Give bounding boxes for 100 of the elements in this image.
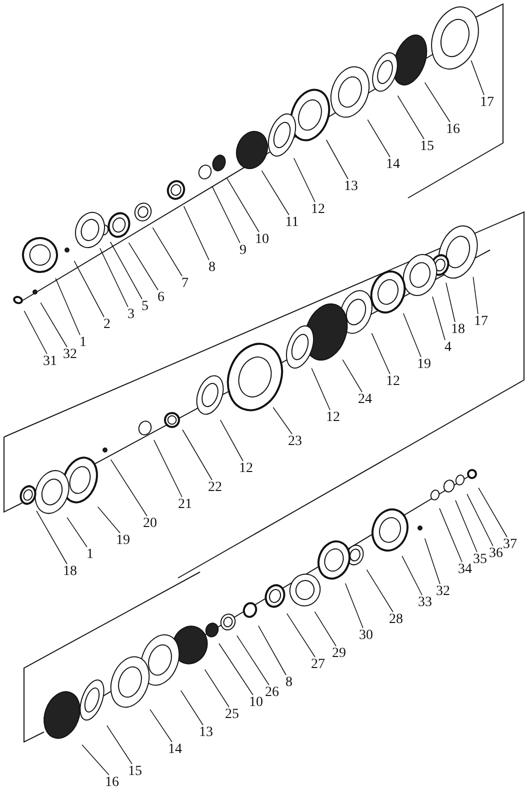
leader-line xyxy=(154,440,182,498)
leader-line xyxy=(402,556,422,596)
leader-line xyxy=(478,487,508,538)
callout-number: 22 xyxy=(208,481,222,495)
callout-number: 32 xyxy=(436,585,450,599)
leader-line xyxy=(218,643,254,696)
leader-line xyxy=(97,506,120,534)
leader-line xyxy=(342,359,362,392)
callout-number: 12 xyxy=(326,411,340,425)
leader-line xyxy=(106,725,132,764)
callout-number: 20 xyxy=(143,517,157,531)
leader-line xyxy=(220,419,244,462)
leader-line xyxy=(204,669,230,708)
callout-number: 1 xyxy=(86,548,94,562)
callout-number: 7 xyxy=(182,277,188,291)
leader-line xyxy=(212,186,240,244)
callout-number: 12 xyxy=(386,375,400,389)
callout-number: 13 xyxy=(344,180,358,194)
callout-number: 6 xyxy=(158,291,164,305)
leader-line xyxy=(472,276,478,314)
callout-number: 1 xyxy=(80,336,86,350)
leader-line xyxy=(371,332,390,374)
callout-number: 16 xyxy=(105,776,119,790)
callout-number: 21 xyxy=(178,498,192,512)
callout-number: 11 xyxy=(285,216,299,230)
leader-line xyxy=(344,582,364,628)
callout-number: 14 xyxy=(168,743,182,757)
leader-line xyxy=(470,60,484,96)
callout-number: 23 xyxy=(288,435,302,449)
leader-line xyxy=(180,690,204,726)
callout-number: 8 xyxy=(208,261,216,275)
leader-line xyxy=(24,310,48,354)
leader-line xyxy=(110,241,142,300)
callout-number: 28 xyxy=(389,613,403,627)
leader-line xyxy=(294,158,316,202)
leader-line xyxy=(182,429,212,480)
callout-number: 18 xyxy=(451,323,465,337)
callout-number: 8 xyxy=(286,676,292,690)
leader-line xyxy=(326,139,348,180)
callout-number: 29 xyxy=(332,647,346,661)
callout-number: 12 xyxy=(311,203,325,217)
leader-line xyxy=(55,278,80,336)
leader-line xyxy=(152,227,182,276)
leader-line xyxy=(99,248,128,308)
leader-line xyxy=(261,170,290,216)
callout-number: 3 xyxy=(128,308,134,322)
callout-number: 10 xyxy=(249,696,263,710)
callout-number: 16 xyxy=(446,123,460,137)
leader-line xyxy=(128,242,158,290)
leader-line xyxy=(432,296,446,340)
leader-line xyxy=(236,635,270,686)
callout-number: 34 xyxy=(458,563,472,577)
leader-line xyxy=(286,613,316,658)
callout-number: 17 xyxy=(480,96,494,110)
leader-line xyxy=(272,406,292,434)
callout-number: 37 xyxy=(503,538,517,552)
callout-number: 5 xyxy=(142,300,148,314)
callout-number: 19 xyxy=(417,358,431,372)
leader-line xyxy=(110,459,148,516)
callout-number: 27 xyxy=(311,658,325,672)
leader-line xyxy=(258,625,286,676)
leader-line xyxy=(36,510,68,564)
callout-number: 36 xyxy=(489,547,503,561)
leader-line xyxy=(366,569,394,612)
callout-number: 12 xyxy=(239,462,253,476)
leader-line xyxy=(424,82,450,122)
callout-number: 26 xyxy=(265,686,279,700)
leader-line xyxy=(40,302,68,348)
leader-line xyxy=(424,538,440,584)
leader-line xyxy=(402,312,422,358)
callout-number: 15 xyxy=(420,140,434,154)
callout-number: 35 xyxy=(473,553,487,567)
callout-number: 24 xyxy=(358,393,372,407)
leader-line xyxy=(446,282,456,322)
leader-line xyxy=(367,119,390,158)
callout-number: 13 xyxy=(199,726,213,740)
callout-number: 14 xyxy=(386,158,400,172)
callout-number: 9 xyxy=(240,244,246,258)
callout-number: 10 xyxy=(255,233,269,247)
callout-number: 18 xyxy=(63,565,77,579)
leader-line xyxy=(183,206,210,260)
callout-number: 17 xyxy=(474,315,488,329)
callout-number: 25 xyxy=(225,708,239,722)
leader-line xyxy=(455,500,478,552)
leader-line xyxy=(66,517,88,548)
leader-line xyxy=(397,95,424,140)
leader-line xyxy=(226,177,260,232)
callout-number: 30 xyxy=(359,629,373,643)
callout-number: 4 xyxy=(444,341,452,355)
leader-line xyxy=(466,494,494,546)
callout-number: 32 xyxy=(63,348,77,362)
leader-line xyxy=(314,611,336,646)
leader-line xyxy=(74,260,104,318)
leader-line xyxy=(311,368,330,410)
callout-number: 15 xyxy=(128,765,142,779)
leader-line xyxy=(82,744,110,776)
callout-number: 33 xyxy=(418,596,432,610)
leader-line xyxy=(439,508,462,562)
leader-line xyxy=(150,709,172,742)
callout-number: 31 xyxy=(43,355,57,369)
